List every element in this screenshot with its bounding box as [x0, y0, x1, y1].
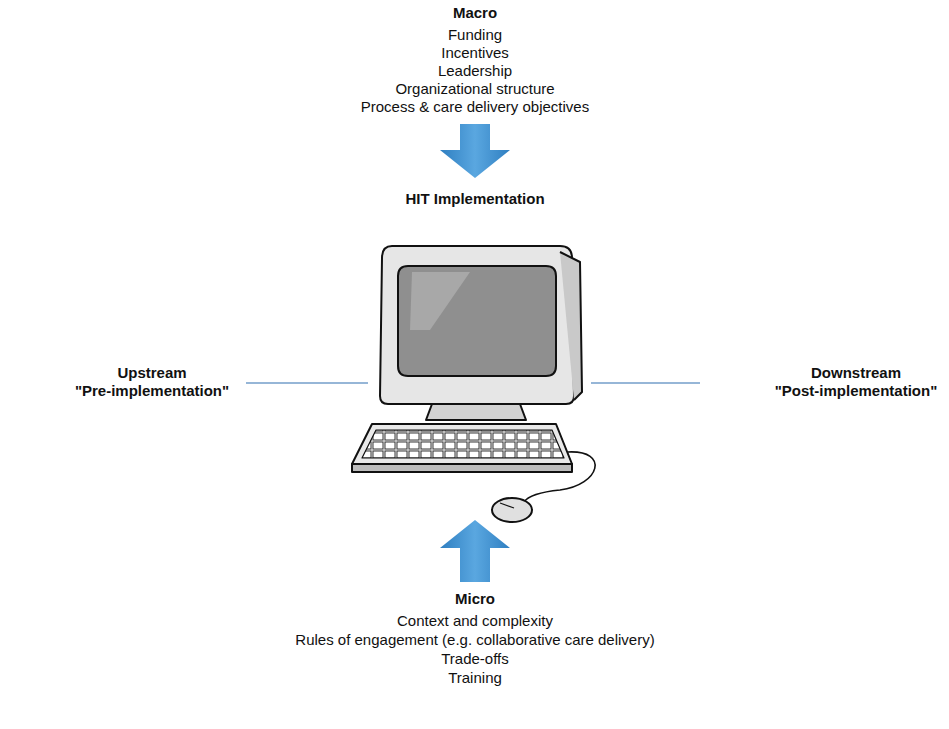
list-item: Funding — [448, 26, 502, 44]
list-item: Organizational structure — [395, 80, 554, 98]
downstream-line — [591, 382, 700, 383]
stage-label: Upstream — [117, 364, 186, 382]
upstream-line — [246, 382, 368, 383]
down-arrow — [440, 124, 510, 178]
list-item: Trade-offs — [441, 650, 509, 668]
stage-label: Downstream — [811, 364, 901, 382]
heading: Macro — [453, 4, 497, 22]
heading: Micro — [455, 590, 495, 608]
stage-label: "Post-implementation" — [775, 382, 938, 400]
computer-illustration — [352, 246, 595, 522]
list-item: Process & care delivery objectives — [361, 98, 589, 116]
list-item: Rules of engagement (e.g. collaborative … — [295, 631, 654, 649]
heading: HIT Implementation — [405, 190, 544, 208]
up-arrow — [440, 520, 510, 582]
list-item: Incentives — [441, 44, 509, 62]
stage-label: "Pre-implementation" — [75, 382, 229, 400]
list-item: Training — [448, 669, 502, 687]
list-item: Context and complexity — [397, 612, 553, 630]
list-item: Leadership — [438, 62, 512, 80]
